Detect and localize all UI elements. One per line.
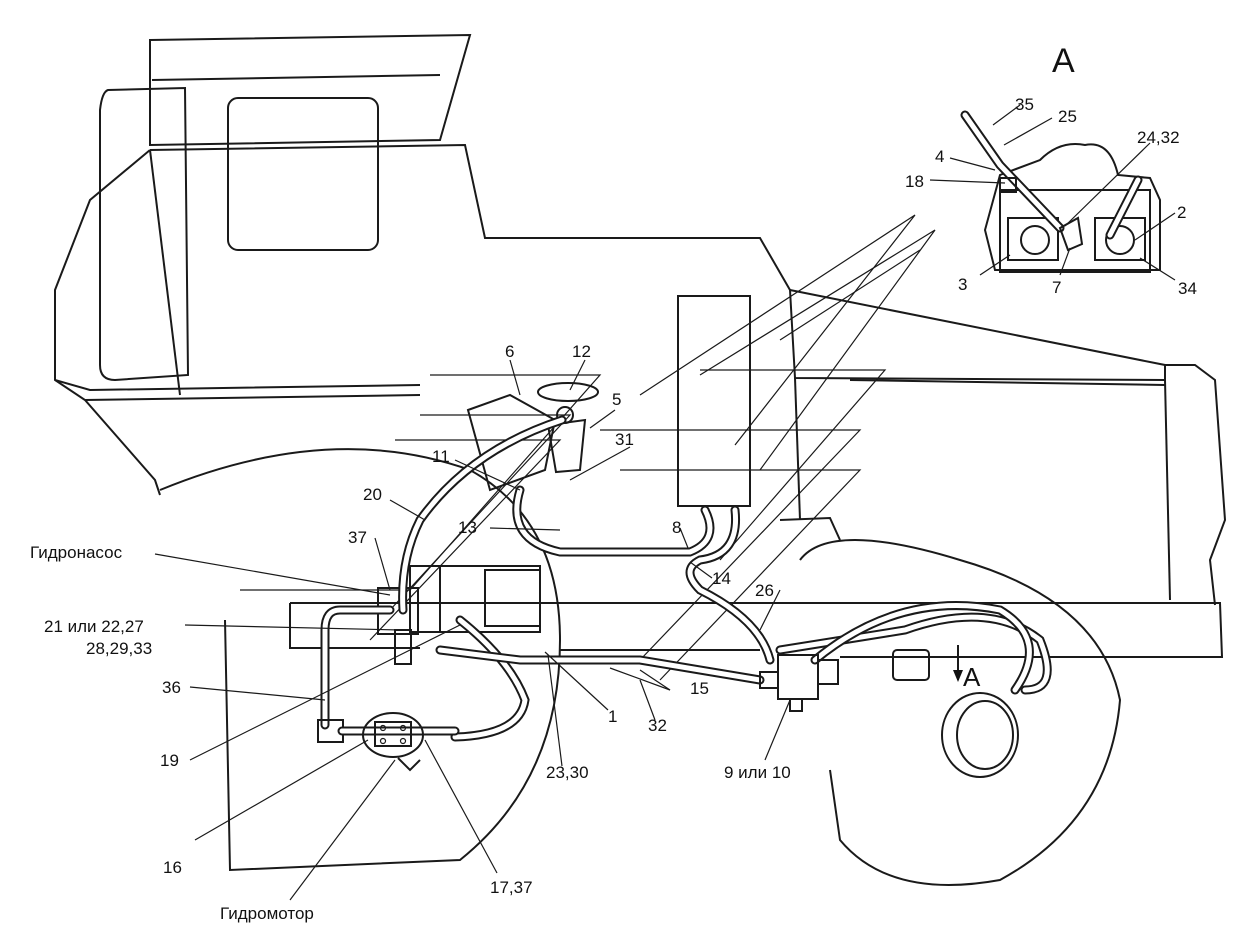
rear-drum — [892, 649, 1019, 778]
oil-tank — [466, 382, 599, 492]
label-24-32: 24,32 — [1137, 128, 1180, 147]
rear-wheel-outline — [779, 516, 1122, 886]
hydromotor — [317, 712, 460, 772]
label-13: 13 — [458, 518, 477, 537]
cargo-body-outline — [677, 288, 1227, 606]
view-a-title: A — [1052, 42, 1075, 80]
label-23-30: 23,30 — [546, 763, 589, 782]
label-20: 20 — [363, 485, 382, 504]
label-17-37: 17,37 — [490, 878, 533, 897]
control-valve — [759, 654, 839, 712]
label-11: 11 — [432, 447, 450, 466]
label-28-29-33: 28,29,33 — [86, 639, 152, 658]
label-7: 7 — [1052, 278, 1061, 297]
leader-lines — [154, 104, 1176, 901]
label-36: 36 — [162, 678, 181, 697]
label-35: 35 — [1015, 95, 1034, 114]
label-5: 5 — [612, 390, 621, 409]
label-8: 8 — [672, 518, 681, 537]
label-9-or-10: 9 или 10 — [724, 763, 791, 782]
label-4: 4 — [935, 147, 944, 166]
label-32: 32 — [648, 716, 667, 735]
label-37: 37 — [348, 528, 367, 547]
label-3: 3 — [958, 275, 967, 294]
label-19: 19 — [160, 751, 179, 770]
cab-outline — [54, 33, 791, 496]
hatch-lines — [240, 214, 936, 681]
inset-view-a — [960, 110, 1161, 273]
label-31: 31 — [615, 430, 634, 449]
label-hydraulic-pump: Гидронасос — [30, 543, 123, 562]
label-16: 16 — [163, 858, 182, 877]
label-12: 12 — [572, 342, 591, 361]
label-34: 34 — [1178, 279, 1197, 298]
label-18: 18 — [905, 172, 924, 191]
view-a-marker: A — [963, 662, 981, 692]
label-21-22-27: 21 или 22,27 — [44, 617, 144, 636]
label-26: 26 — [755, 581, 774, 600]
view-a-arrow — [953, 645, 963, 682]
label-1: 1 — [608, 707, 617, 726]
label-6: 6 — [505, 342, 514, 361]
label-15: 15 — [690, 679, 709, 698]
hoses — [320, 415, 1052, 742]
front-wheel-outline — [159, 448, 562, 872]
label-hydromotor: Гидромотор — [220, 904, 314, 923]
label-25: 25 — [1058, 107, 1077, 126]
label-2: 2 — [1177, 203, 1186, 222]
label-14: 14 — [712, 569, 731, 588]
